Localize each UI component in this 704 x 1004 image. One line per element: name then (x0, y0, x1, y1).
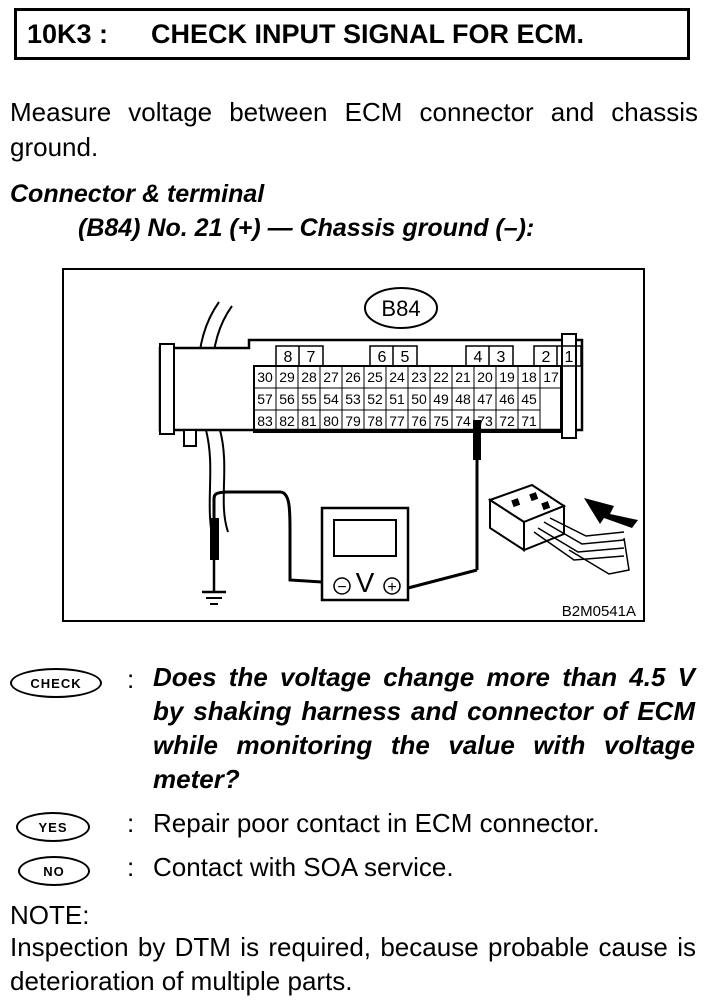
figure-id: B2M0541A (562, 603, 636, 620)
pin-number: 82 (279, 413, 295, 429)
check-question: Does the voltage change more than 4.5 V … (153, 662, 695, 794)
pin-number: 49 (433, 391, 449, 407)
negative-probe (210, 518, 219, 560)
pin-number: 73 (477, 413, 493, 429)
pin-number: 45 (521, 391, 537, 407)
intro-instruction: Measure voltage between ECM connector an… (10, 97, 698, 162)
pin-label: 8 (284, 349, 293, 366)
pin-number: 18 (521, 369, 537, 385)
check-colon: : (127, 664, 135, 694)
pin-number: 24 (389, 369, 405, 385)
pin-number: 53 (345, 391, 361, 407)
pin-cell (517, 409, 541, 433)
pin-number: 21 (455, 369, 471, 385)
connector-label-oval (364, 287, 438, 329)
pin-number: 30 (257, 369, 273, 385)
pin-number: 22 (433, 369, 449, 385)
minus-terminal: − (337, 579, 346, 596)
ground-wire (212, 490, 323, 584)
connector-inset (487, 483, 630, 575)
check-badge: CHECK (10, 668, 102, 698)
step-header: 10K3 : CHECK INPUT SIGNAL FOR ECM. (14, 8, 690, 60)
pin-number: 77 (389, 413, 405, 429)
pin-number: 57 (257, 391, 273, 407)
pin-number: 20 (477, 369, 493, 385)
pin-number: 17 (543, 369, 559, 385)
no-badge: NO (18, 856, 90, 886)
voltmeter-symbol: V (356, 567, 375, 598)
step-code: 10K3 : (27, 19, 109, 49)
no-colon: : (127, 852, 135, 882)
pin-number: 55 (301, 391, 317, 407)
connector-lock-left (159, 343, 175, 435)
connector-terminal-heading: Connector & terminal (10, 180, 265, 208)
yes-colon: : (127, 808, 135, 838)
connector-label: B84 (381, 296, 420, 321)
pin-number: 54 (323, 391, 339, 407)
pin-number: 47 (477, 391, 493, 407)
connector-tab (183, 429, 197, 447)
pin-number: 71 (521, 413, 537, 429)
pin-number: 50 (411, 391, 427, 407)
pin-cell (539, 365, 563, 389)
pin-number: 23 (411, 369, 427, 385)
pin-number: 81 (301, 413, 317, 429)
pin-label: 2 (542, 349, 551, 366)
pin-label: 1 (565, 349, 574, 366)
pin-number: 48 (455, 391, 471, 407)
insertion-arrow (584, 498, 638, 528)
pin-label: 4 (474, 349, 483, 366)
top-row-pins: 8 7 6 5 4 3 2 1 (284, 349, 574, 366)
plus-terminal: + (387, 579, 396, 596)
pin-number: 75 (433, 413, 449, 429)
pin-number: 29 (279, 369, 295, 385)
pin-number: 56 (279, 391, 295, 407)
pin-label: 6 (378, 349, 387, 366)
pin-label: 5 (401, 349, 410, 366)
pin-number: 19 (499, 369, 515, 385)
pin-label: 7 (307, 349, 316, 366)
voltmeter-display (333, 519, 397, 557)
ground-symbol (202, 590, 226, 605)
pin-number: 80 (323, 413, 339, 429)
connector-terminal-detail: (B84) No. 21 (+) — Chassis ground (–): (78, 214, 535, 242)
no-answer: Contact with SOA service. (153, 852, 454, 882)
pin-number: 28 (301, 369, 317, 385)
positive-probe (473, 420, 481, 460)
pin-label: 3 (497, 349, 506, 366)
yes-badge: YES (16, 812, 90, 842)
pin-number: 26 (345, 369, 361, 385)
pin-number: 79 (345, 413, 361, 429)
pin-number: 46 (499, 391, 515, 407)
pin-number: 74 (455, 413, 471, 429)
yes-answer: Repair poor contact in ECM connector. (153, 808, 600, 838)
pin-number: 78 (367, 413, 383, 429)
pin-number: 76 (411, 413, 427, 429)
step-title: CHECK INPUT SIGNAL FOR ECM. (151, 19, 585, 49)
pin-number: 72 (499, 413, 515, 429)
pin-number: 51 (389, 391, 405, 407)
note-text: Inspection by DTM is required, because p… (10, 932, 696, 996)
pin-number: 52 (367, 391, 383, 407)
pin-number: 27 (323, 369, 339, 385)
pin-number: 83 (257, 413, 273, 429)
pin-number: 25 (367, 369, 383, 385)
pin-rows: 30 29 28 27 26 25 24 23 22 21 20 19 18 17 57 56 55 54 53 52… (253, 365, 563, 433)
note-label: NOTE: (10, 900, 90, 930)
